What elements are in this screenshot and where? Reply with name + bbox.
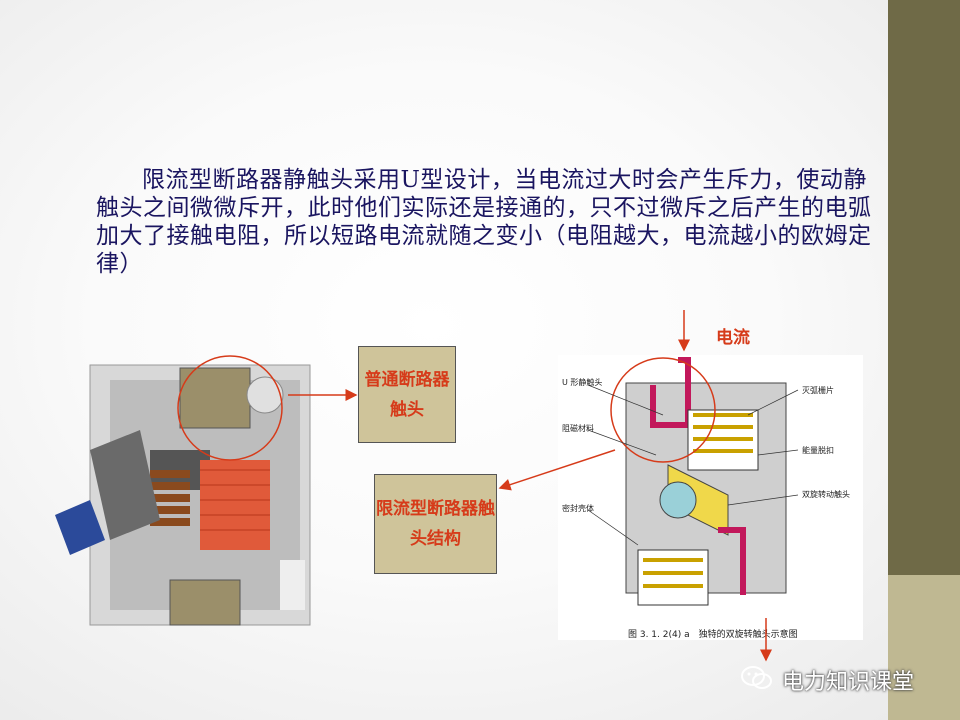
diagram-caption: 图 3. 1. 2(4) a 独特的双旋转触头示意图: [628, 630, 798, 640]
normal-contact-label: 普通断路器触头: [358, 346, 456, 443]
diagram-drawing: [587, 357, 799, 606]
watermark: 电力知识课堂: [740, 664, 914, 696]
diagram-label-arc-chute: 灭弧栅片: [802, 386, 834, 395]
breaker-photo: [55, 355, 311, 626]
diagram-label-energy-release: 能量脱扣: [802, 446, 834, 455]
current-label: 电流: [716, 328, 750, 348]
side-bar-dark: [888, 0, 960, 575]
diagram-label-housing: 密封壳体: [562, 504, 594, 513]
diagram-label-u-contact: U 形静触头: [562, 378, 603, 387]
paragraph-text: 限流型断路器静触头采用U型设计，当电流过大时会产生斥力，使动静触头之间微微斥开，…: [96, 167, 872, 277]
diagram-label-magnet: 阻磁材料: [562, 424, 594, 433]
watermark-text: 电力知识课堂: [782, 670, 915, 695]
wechat-icon: [740, 665, 774, 695]
limiting-contact-label: 限流型断路器触头结构: [374, 474, 497, 574]
body-paragraph: 限流型断路器静触头采用U型设计，当电流过大时会产生斥力，使动静触头之间微微斥开，…: [96, 166, 886, 278]
contact-diagram: U 形静触头 阻磁材料 密封壳体 灭弧栅片 能量脱扣 双旋转动触头 图 3. 1…: [558, 355, 863, 640]
side-bar-light: [888, 575, 960, 720]
diagram-label-rotating-contact: 双旋转动触头: [802, 490, 850, 499]
